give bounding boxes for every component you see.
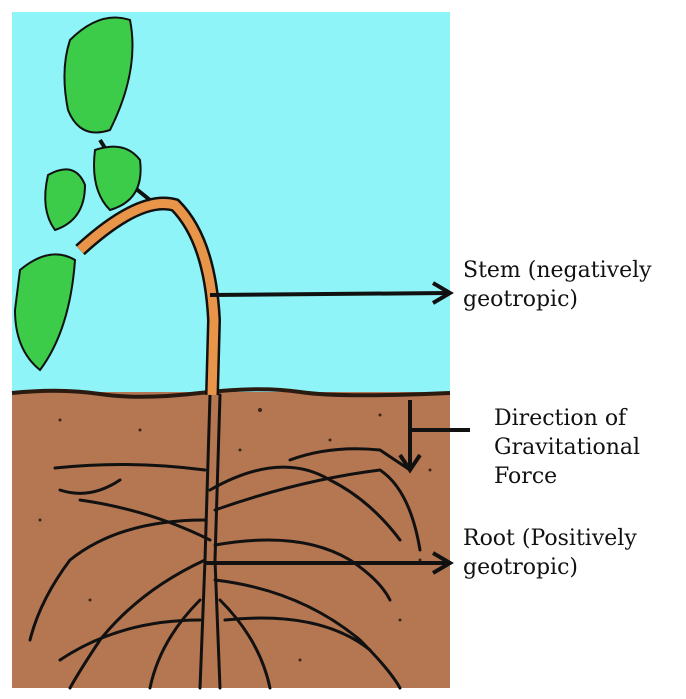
leaves bbox=[13, 16, 142, 372]
stem-pointer bbox=[209, 291, 449, 297]
arrows bbox=[205, 281, 470, 575]
soil-specks bbox=[38, 408, 432, 662]
root-label-line: Root (Positively bbox=[463, 526, 637, 551]
stem-fill bbox=[76, 199, 219, 396]
roots bbox=[28, 393, 422, 690]
arrow-head-icon bbox=[431, 551, 454, 575]
stem-label-line: Stem (negatively bbox=[463, 258, 652, 283]
arrow-head-icon bbox=[398, 453, 422, 474]
stem-label-line: geotropic) bbox=[463, 287, 578, 312]
stem-label: Stem (negatively geotropic) bbox=[463, 256, 652, 314]
root-label: Root (Positively geotropic) bbox=[463, 524, 637, 582]
soil bbox=[12, 392, 450, 688]
gravity-label: Direction of Gravitational Force bbox=[494, 404, 640, 491]
arrow-head-icon bbox=[431, 281, 454, 305]
gravity-label-line: Force bbox=[494, 464, 558, 489]
gravity-label-line: Gravitational bbox=[494, 435, 641, 460]
gravity-label-line: Direction of bbox=[494, 406, 627, 431]
root-label-line: geotropic) bbox=[463, 555, 578, 580]
